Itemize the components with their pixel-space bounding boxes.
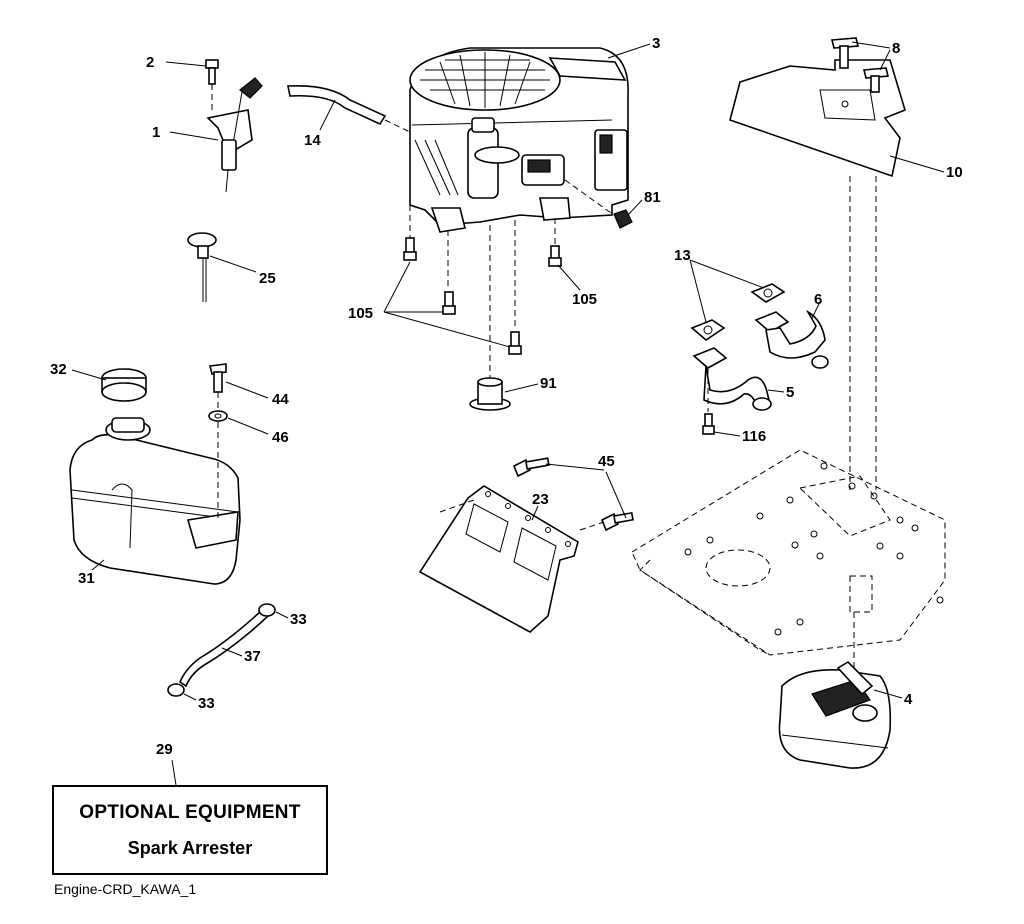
- heat-shield-10: 10: [729, 59, 963, 181]
- callout-33-bottom: 33: [198, 695, 215, 712]
- hose-clamp-33-bottom: 33: [167, 683, 215, 712]
- exhaust-pipe-5: 5: [692, 347, 794, 411]
- hose-clamp-33-top: 33: [258, 603, 307, 628]
- bolts-45: 45: [512, 453, 634, 532]
- callout-32: 32: [50, 361, 67, 378]
- screw-2: 2: [146, 54, 219, 112]
- callout-13: 13: [674, 247, 691, 264]
- chassis-frame: [631, 449, 946, 670]
- callout-33-top: 33: [290, 611, 307, 628]
- fuel-tank-31: 31: [69, 417, 241, 587]
- callout-105-right: 105: [572, 291, 597, 308]
- fuel-hose-37: 37: [179, 608, 270, 688]
- optional-equipment-title: OPTIONAL EQUIPMENT: [79, 801, 301, 823]
- callout-3: 3: [652, 35, 660, 52]
- callout-10: 10: [946, 164, 963, 181]
- diagram-id: Engine-CRD_KAWA_1: [54, 881, 197, 897]
- screw-44: 44: [209, 363, 289, 520]
- callout-8: 8: [892, 40, 900, 57]
- callout-31: 31: [78, 570, 95, 587]
- callout-29: 29: [156, 741, 173, 758]
- callout-2: 2: [146, 54, 154, 71]
- optional-equipment-item: Spark Arrester: [127, 837, 253, 858]
- callout-46: 46: [272, 429, 289, 446]
- callout-1: 1: [152, 124, 160, 141]
- callout-5: 5: [786, 384, 794, 401]
- dipstick-25: 25: [187, 232, 276, 302]
- engine-plate-23: 23: [418, 485, 579, 633]
- washer-46: 46: [208, 410, 289, 446]
- bolts-8: 8: [830, 37, 900, 490]
- callout-25: 25: [259, 270, 276, 287]
- engine-bolts-105: 105 105: [348, 125, 597, 380]
- callout-37: 37: [244, 648, 261, 665]
- nut-81: 81: [564, 179, 661, 229]
- engine: 3: [409, 35, 660, 233]
- callout-4: 4: [904, 691, 913, 708]
- gaskets-13: 13: [674, 247, 786, 342]
- muffler-4: 4: [778, 660, 913, 769]
- spacer-91: 91: [469, 375, 557, 411]
- bolt-116: 116: [702, 368, 766, 445]
- callout-116: 116: [742, 428, 766, 445]
- fuel-line-14: 14: [287, 84, 411, 149]
- fuel-cap-32: 32: [50, 361, 147, 402]
- exhaust-pipe-6: 6: [754, 291, 829, 369]
- callout-44: 44: [272, 391, 289, 408]
- callout-81: 81: [644, 189, 661, 206]
- optional-equipment-callout: 29: [156, 741, 177, 786]
- callout-105-left: 105: [348, 305, 373, 322]
- callout-6: 6: [814, 291, 822, 308]
- optional-equipment-box: OPTIONAL EQUIPMENT Spark Arrester: [52, 785, 328, 875]
- callout-14: 14: [304, 132, 321, 149]
- callout-45: 45: [598, 453, 615, 470]
- throttle-control: 1: [152, 77, 263, 193]
- callout-91: 91: [540, 375, 557, 392]
- callout-23: 23: [532, 491, 549, 508]
